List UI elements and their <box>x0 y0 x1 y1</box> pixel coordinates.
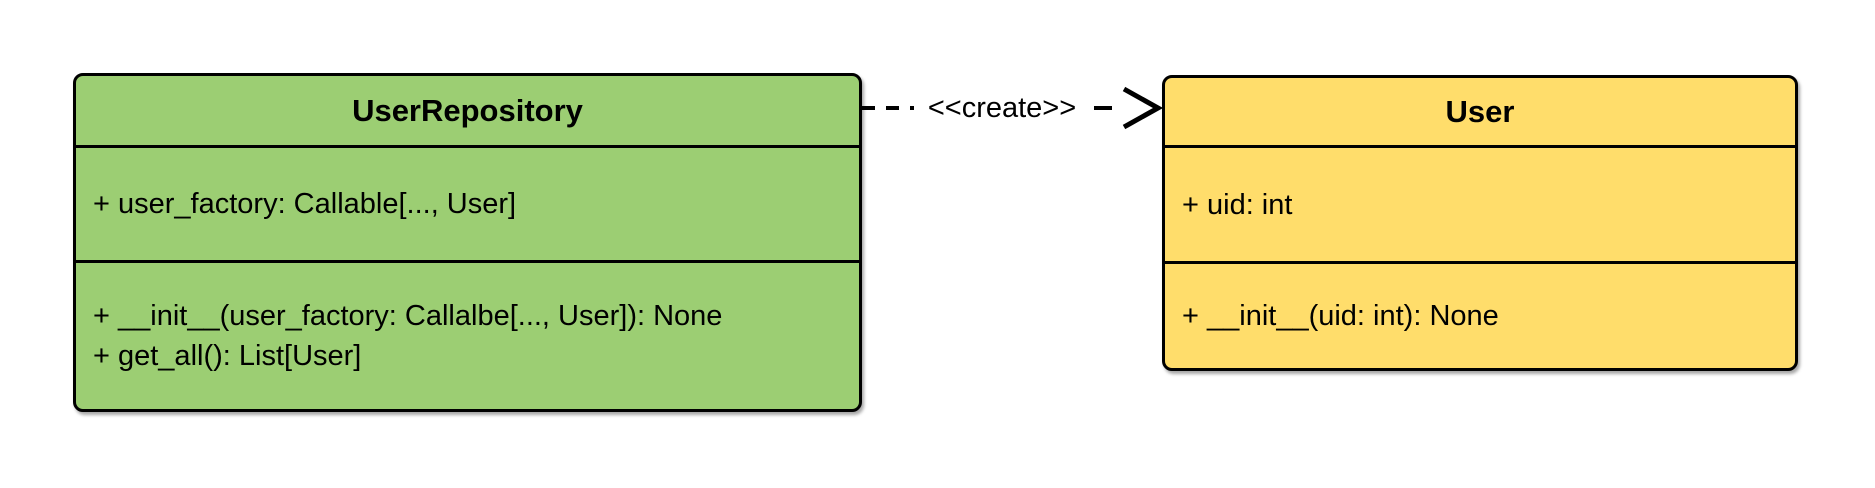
open-arrowhead-icon <box>1122 86 1162 130</box>
attributes-section: + uid: int <box>1165 148 1795 264</box>
dependency-arrow: <<create>> <box>862 86 1162 130</box>
methods-section: + __init__(user_factory: Callalbe[..., U… <box>76 263 859 409</box>
method-init-userrepository: + __init__(user_factory: Callalbe[..., U… <box>93 300 723 332</box>
create-label: <<create>> <box>928 92 1076 124</box>
class-title-userrepository: UserRepository <box>76 76 859 148</box>
class-title-user: User <box>1165 78 1795 148</box>
attribute-uid: + uid: int <box>1182 188 1293 221</box>
methods-section: + __init__(uid: int): None <box>1165 264 1795 368</box>
method-init-user: + __init__(uid: int): None <box>1182 300 1499 332</box>
method-get-all: + get_all(): List[User] <box>93 340 362 372</box>
class-box-user: User + uid: int + __init__(uid: int): No… <box>1162 75 1798 371</box>
attribute-user-factory: + user_factory: Callable[..., User] <box>93 188 517 220</box>
class-box-userrepository: UserRepository + user_factory: Callable[… <box>73 73 862 412</box>
dependency-arrow-graphic: <<create>> <box>862 86 1162 130</box>
attributes-section: + user_factory: Callable[..., User] <box>76 148 859 263</box>
